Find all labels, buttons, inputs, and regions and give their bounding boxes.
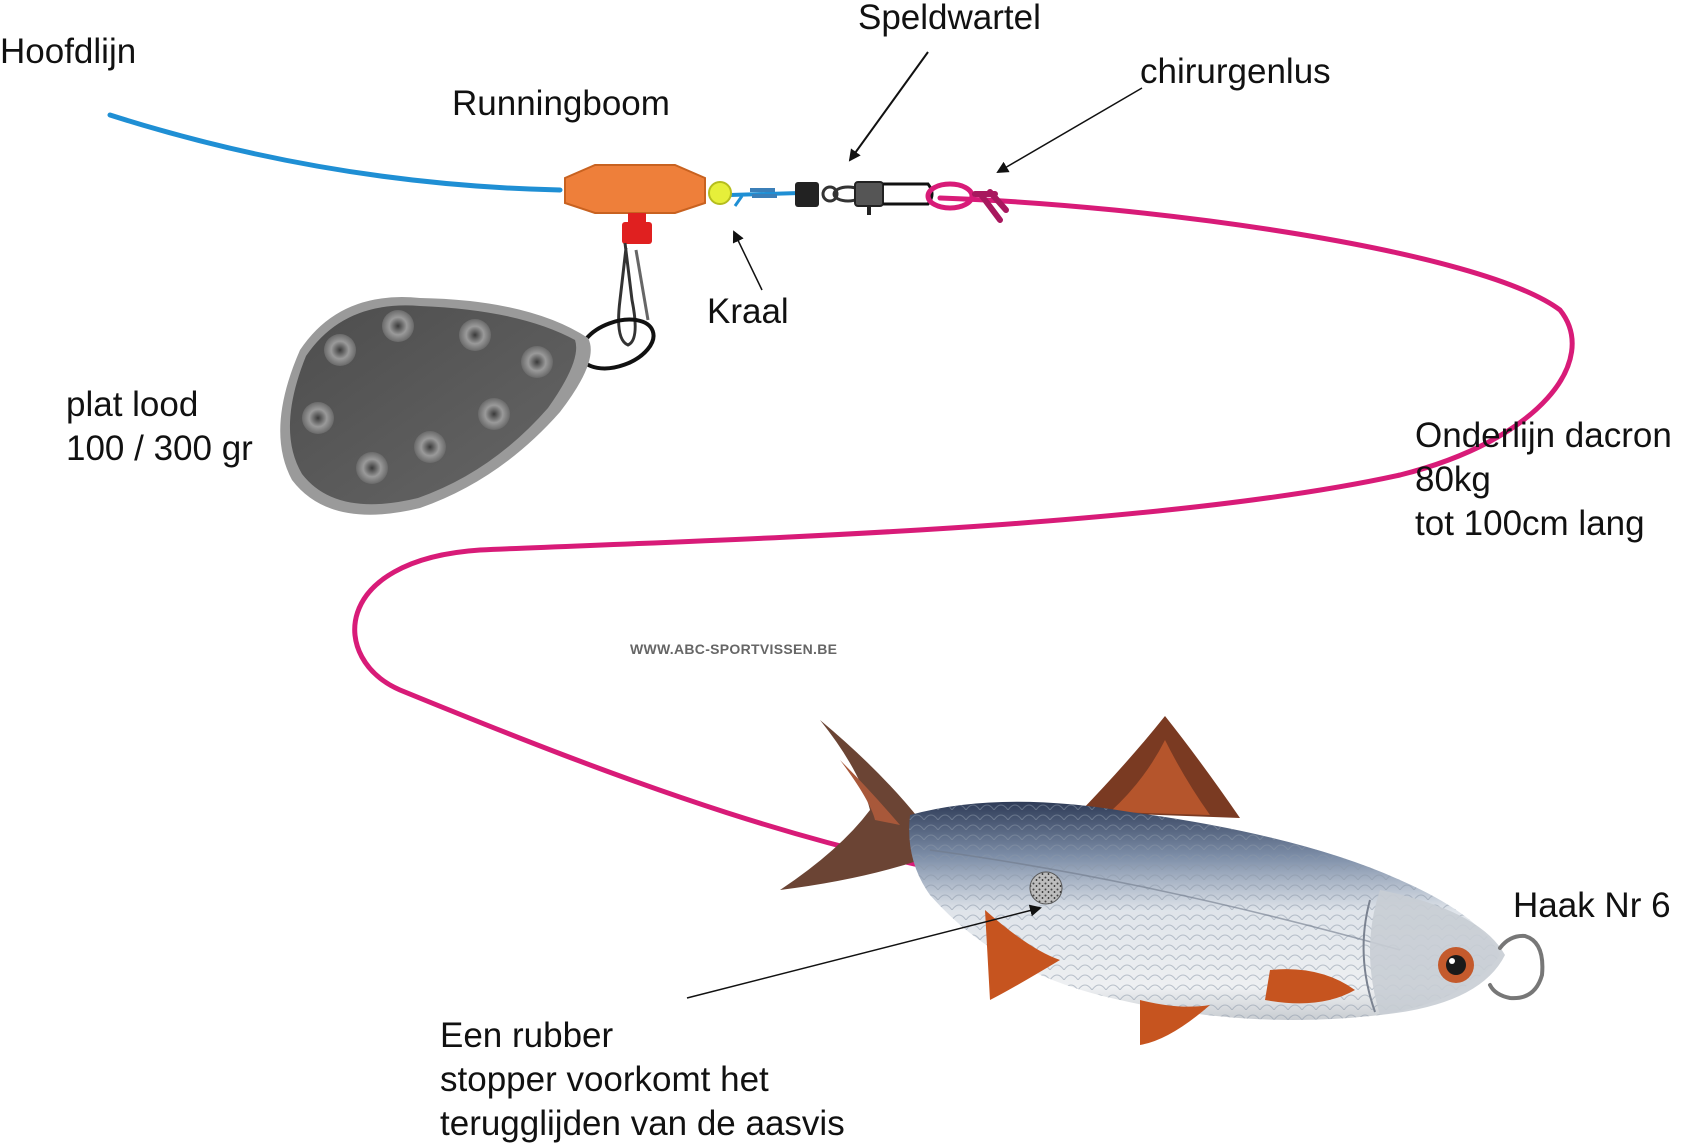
label-stopper-line3: terugglijden van de aasvis — [440, 1104, 845, 1143]
arrow-speldwartel — [848, 51, 929, 162]
label-speldwartel: Speldwartel — [858, 0, 1041, 37]
label-onderlijn: Onderlijn dacron 80kg tot 100cm lang — [1415, 414, 1672, 546]
label-plat-lood: plat lood 100 / 300 gr — [66, 383, 253, 471]
label-stopper-line1: Een rubber — [440, 1016, 614, 1055]
label-stopper: Een rubber stopper voorkomt het teruggli… — [440, 1014, 845, 1146]
label-plat-lood-line2: 100 / 300 gr — [66, 429, 253, 468]
bait-fish — [780, 716, 1505, 1045]
flat-lead-weight — [280, 297, 591, 515]
main-line — [107, 112, 563, 193]
knot-icon — [733, 188, 777, 207]
label-kraal: Kraal — [707, 292, 789, 331]
snap-swivel — [795, 181, 934, 215]
arrow-kraal — [732, 230, 763, 291]
label-onderlijn-line1: Onderlijn dacron — [1415, 416, 1672, 455]
watermark: WWW.ABC-SPORTVISSEN.BE — [630, 641, 838, 657]
arrow-stopper — [686, 904, 1042, 999]
label-chirurgenlus: chirurgenlus — [1140, 52, 1331, 91]
label-onderlijn-line3: tot 100cm lang — [1415, 504, 1645, 543]
label-haak: Haak Nr 6 — [1513, 886, 1671, 925]
label-hoofdlijn: Hoofdlijn — [0, 32, 137, 71]
label-onderlijn-line2: 80kg — [1415, 460, 1491, 499]
rubber-stopper — [1029, 871, 1063, 905]
hook — [1488, 933, 1545, 1001]
label-stopper-line2: stopper voorkomt het — [440, 1060, 769, 1099]
running-boom — [564, 164, 706, 244]
arrow-chirurgenlus — [996, 87, 1143, 174]
label-plat-lood-line1: plat lood — [66, 385, 199, 424]
surgeon-loop — [925, 181, 1009, 223]
leader-line — [352, 195, 1575, 893]
label-runningboom: Runningboom — [452, 84, 670, 123]
bead — [708, 181, 732, 205]
